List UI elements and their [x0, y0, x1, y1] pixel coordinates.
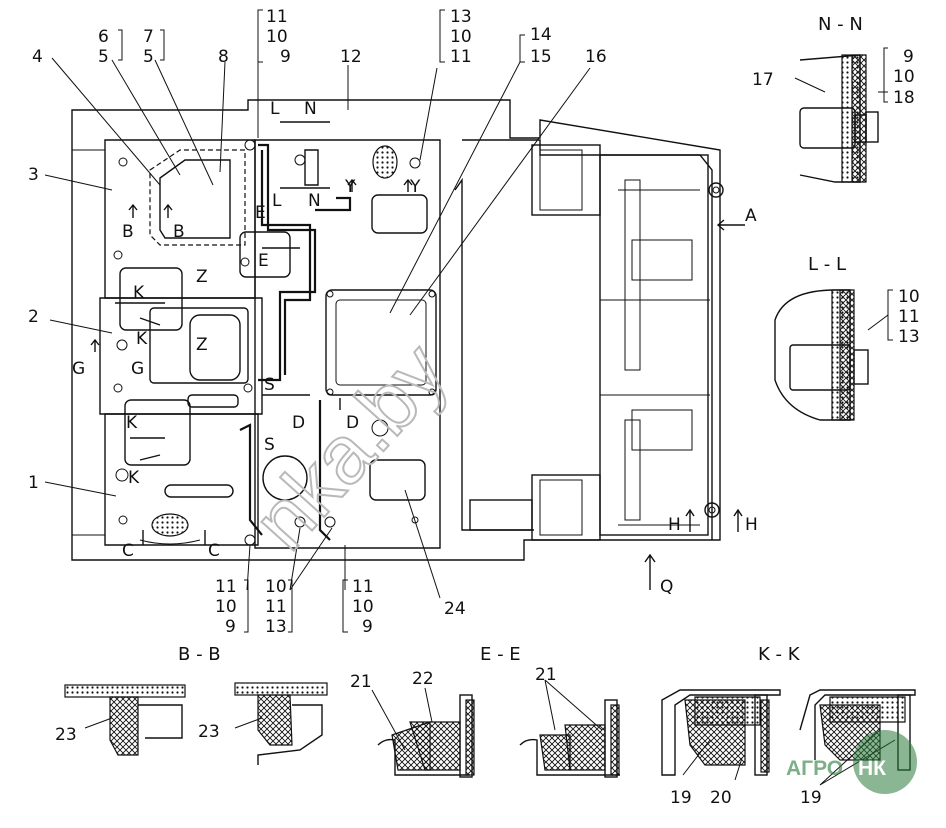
part-label: 11	[352, 577, 374, 597]
part-label: 10	[215, 597, 237, 617]
view-letters: L N L N Y Y E E B B Z Z K K K K G G S S …	[72, 99, 758, 597]
section-title: K - K	[758, 644, 801, 665]
view-letter: B	[122, 222, 134, 242]
view-letter: C	[122, 541, 134, 561]
part-label: 15	[530, 47, 552, 67]
part-label: 13	[265, 617, 287, 637]
part-label: 21	[350, 672, 372, 692]
view-letter: E	[255, 203, 266, 223]
part-label: 1	[28, 473, 39, 493]
view-letter: L	[272, 191, 282, 211]
part-label: 4	[32, 47, 43, 67]
part-labels: 1 2 3 4 5 6 5 7 8 11 10 9 12 13 10 11 14…	[28, 7, 920, 808]
view-letter: A	[745, 206, 757, 226]
part-label: 9	[903, 47, 914, 67]
part-label: 23	[55, 725, 77, 745]
part-label: 21	[535, 665, 557, 685]
part-label: 22	[412, 669, 434, 689]
part-label: 16	[585, 47, 607, 67]
part-label: 12	[340, 47, 362, 67]
view-letter: G	[72, 359, 85, 379]
view-letter: G	[131, 359, 144, 379]
view-letter: Z	[196, 335, 208, 355]
view-letter: S	[264, 375, 275, 395]
section-b-b	[64, 682, 328, 765]
section-l-l	[774, 289, 889, 421]
part-label: 10	[352, 597, 374, 617]
view-letter: N	[304, 99, 317, 119]
view-letter: Y	[409, 177, 421, 197]
part-label: 19	[800, 788, 822, 808]
part-label: 13	[450, 7, 472, 27]
view-letter: E	[258, 251, 269, 271]
section-e-e	[371, 679, 620, 778]
part-label: 11	[266, 7, 288, 27]
view-letter: S	[264, 435, 275, 455]
part-label: 11	[215, 577, 237, 597]
part-label: 9	[225, 617, 236, 637]
view-letter: C	[208, 541, 220, 561]
view-letter: H	[668, 515, 681, 535]
part-label: 18	[893, 88, 915, 108]
part-label: 6	[98, 27, 109, 47]
part-label: 10	[450, 27, 472, 47]
part-label: 20	[710, 788, 732, 808]
part-label: 13	[898, 327, 920, 347]
svg-text:АГРО: АГРО	[786, 757, 843, 780]
part-label: 9	[280, 47, 291, 67]
part-label: 5	[143, 47, 154, 67]
part-label: 2	[28, 307, 39, 327]
part-label: 9	[362, 617, 373, 637]
view-letter: B	[173, 222, 185, 242]
view-letter: D	[346, 413, 359, 433]
view-letter: H	[745, 515, 758, 535]
view-letter: Z	[196, 267, 208, 287]
view-letter: K	[126, 413, 138, 433]
part-label: 10	[266, 27, 288, 47]
part-label: 19	[670, 788, 692, 808]
view-letter: Y	[344, 177, 356, 197]
part-label: 14	[530, 25, 552, 45]
leader-lines	[44, 9, 893, 633]
part-label: 11	[898, 307, 920, 327]
section-titles: N - N L - L B - B E - E K - K	[178, 14, 863, 665]
part-label: 10	[898, 287, 920, 307]
part-label: 11	[265, 597, 287, 617]
section-title: E - E	[480, 644, 521, 665]
view-letter: K	[128, 468, 140, 488]
section-title: B - B	[178, 644, 221, 665]
part-label: 23	[198, 722, 220, 742]
agro-nk-logo: АГРО НК	[786, 730, 917, 794]
part-label: 8	[218, 47, 229, 67]
part-label: 11	[450, 47, 472, 67]
view-letter: K	[136, 329, 148, 349]
view-letter: L	[270, 99, 280, 119]
part-label: 5	[98, 47, 109, 67]
view-letter: D	[292, 413, 305, 433]
part-label: 7	[143, 27, 154, 47]
view-letter: K	[133, 283, 145, 303]
part-label: 3	[28, 165, 39, 185]
section-title: L - L	[808, 254, 846, 275]
svg-text:НК: НК	[858, 757, 886, 780]
section-title: N - N	[818, 14, 863, 35]
centre-panel	[239, 139, 441, 549]
left-panels	[99, 139, 263, 546]
part-label: 24	[444, 599, 466, 619]
part-label: 10	[265, 577, 287, 597]
part-label: 10	[893, 67, 915, 87]
part-label: 17	[752, 70, 774, 90]
view-letter: Q	[660, 577, 673, 597]
section-n-n	[794, 54, 888, 183]
view-letter: N	[308, 191, 321, 211]
main-frame	[71, 99, 724, 561]
